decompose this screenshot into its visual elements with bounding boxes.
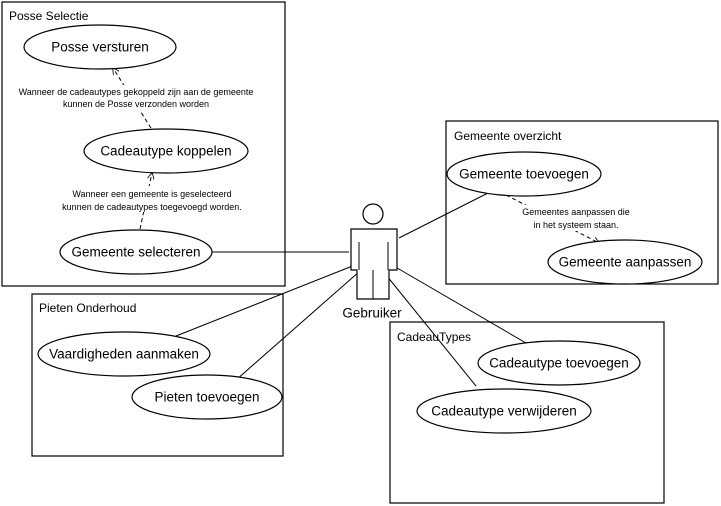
system-pieten-onderhoud: Pieten Onderhoud bbox=[31, 293, 284, 457]
use-case-label: Cadeautype verwijderen bbox=[431, 404, 577, 419]
actor-label: Gebruiker bbox=[342, 306, 402, 321]
use-case-label: Cadeautype koppelen bbox=[100, 144, 231, 159]
note-text: Gemeentes aanpassen die bbox=[522, 207, 630, 217]
use-case-gemeente-selecteren: Gemeente selecteren bbox=[59, 229, 213, 275]
association-line bbox=[175, 264, 356, 337]
association-line bbox=[391, 264, 527, 344]
use-case-posse-versturen: Posse versturen bbox=[23, 24, 177, 70]
note-text: kunnen de Posse verzonden worden bbox=[63, 99, 209, 109]
use-case-label: Posse versturen bbox=[51, 40, 149, 55]
use-case-cadeautype-verwijderen: Cadeautype verwijderen bbox=[416, 388, 592, 434]
use-case-label: Gemeente selecteren bbox=[71, 245, 200, 260]
system-title: Posse Selectie bbox=[9, 9, 89, 23]
use-case-label: Gemeente aanpassen bbox=[559, 255, 692, 270]
system-posse-selectie: Posse Selectie bbox=[1, 1, 286, 287]
use-case-cadeautype-toevoegen: Cadeautype toevoegen bbox=[477, 340, 641, 386]
actor-gebruiker: Gebruiker bbox=[342, 203, 402, 321]
use-case-gemeente-aanpassen: Gemeente aanpassen bbox=[547, 239, 703, 285]
association-line bbox=[381, 269, 477, 387]
note-text: in het systeem staan. bbox=[533, 220, 618, 230]
use-case-vaardigheden-aanmaken: Vaardigheden aanmaken bbox=[37, 331, 211, 377]
system-cadeautypes: CadeauTypes bbox=[389, 321, 665, 504]
note-text: kunnen de cadeautypes toegevoegd worden. bbox=[62, 202, 242, 212]
use-case-cadeautype-koppelen: Cadeautype koppelen bbox=[83, 128, 249, 174]
system-title: Pieten Onderhoud bbox=[39, 301, 136, 315]
actor-head bbox=[362, 203, 384, 225]
system-title: CadeauTypes bbox=[397, 330, 471, 344]
association-line bbox=[398, 192, 489, 239]
system-gemeente-overzicht: Gemeente overzicht bbox=[445, 120, 719, 285]
actor-body bbox=[350, 228, 398, 300]
note-text: Wanneer een gemeente is geselecteerd bbox=[72, 189, 231, 199]
system-title: Gemeente overzicht bbox=[454, 129, 562, 143]
use-case-label: Gemeente toevoegen bbox=[459, 167, 589, 182]
use-case-label: Cadeautype toevoegen bbox=[489, 356, 629, 371]
use-case-pieten-toevoegen: Pieten toevoegen bbox=[131, 374, 283, 420]
use-case-label: Vaardigheden aanmaken bbox=[49, 347, 199, 362]
note-text: Wanneer de cadeautypes gekoppeld zijn aa… bbox=[19, 87, 254, 97]
association-line bbox=[235, 270, 361, 381]
use-case-gemeente-toevoegen: Gemeente toevoegen bbox=[446, 151, 602, 197]
use-case-label: Pieten toevoegen bbox=[154, 390, 259, 405]
